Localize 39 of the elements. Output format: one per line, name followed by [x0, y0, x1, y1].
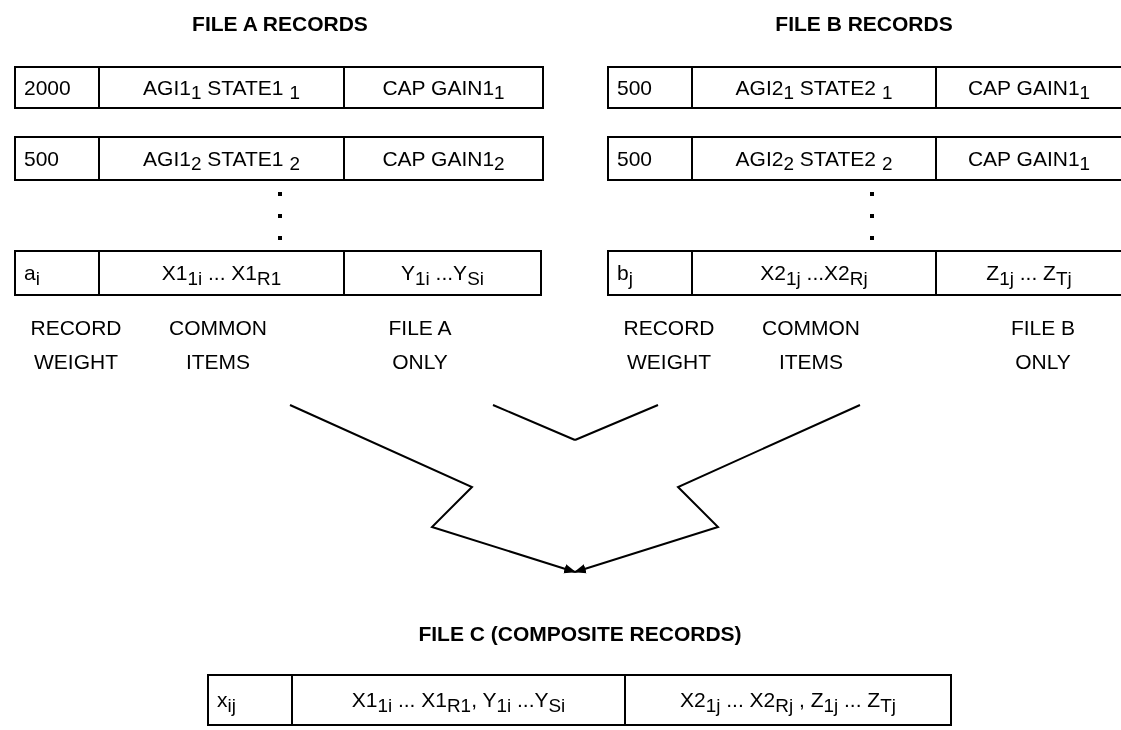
- file-heading: FILE B RECORDS: [775, 11, 953, 37]
- record-field: AGI2$_{2}$ STATE2 $_{2}$: [735, 142, 893, 175]
- record-field: CAP GAIN1$_{2}$: [382, 142, 505, 175]
- record-field: 2000: [24, 71, 71, 104]
- record-field: CAP GAIN1$_{1}$: [967, 71, 1091, 104]
- merge-arrow: [289, 404, 577, 574]
- record-field: AGI1$_{1}$ STATE1 $_{1}$: [143, 71, 300, 104]
- column-label: FILE B ONLY: [1009, 315, 1077, 375]
- record-row: [14, 136, 544, 181]
- record-field: a$_{i}$: [24, 257, 40, 289]
- column-label: COMMON ITEMS: [168, 315, 268, 375]
- record-row: [607, 66, 1121, 109]
- record-field: Y$_{1i}$ ...Y$_{Si}$: [401, 257, 484, 289]
- record-field: 500: [617, 71, 653, 104]
- record-field: X1$_{1i}$ ... X1$_{R1}$: [161, 257, 282, 289]
- record-field: 500: [24, 142, 60, 175]
- record-row: [607, 250, 1121, 296]
- record-field: X1$_{1i}$ ... X1$_{R1}$, Y$_{1i}$ ...Y$_{Si}$: [351, 684, 566, 716]
- record-row: [14, 66, 544, 109]
- record-field: AGI1$_{2}$ STATE1 $_{2}$: [143, 142, 300, 175]
- file-heading: FILE A RECORDS: [192, 11, 368, 37]
- record-field: x$_{ij}$: [217, 684, 236, 716]
- record-field: 500: [617, 142, 653, 175]
- record-field: AGI2$_{1}$ STATE2 $_{1}$: [735, 71, 893, 104]
- record-field: X2$_{1j}$ ... X2$_{Rj}$ , Z$_{1j}$ ... Z$_{Tj}$: [680, 684, 896, 716]
- column-label: FILE A ONLY: [387, 315, 453, 375]
- file-heading: FILE C (COMPOSITE RECORDS): [418, 621, 742, 647]
- column-label: RECORD WEIGHT: [622, 315, 716, 375]
- record-row: [207, 674, 952, 726]
- record-row: [607, 136, 1121, 181]
- record-field: Z$_{1j}$ ... Z$_{Tj}$: [986, 257, 1072, 289]
- record-field: b$_{j}$: [617, 257, 633, 289]
- record-row: [14, 250, 542, 296]
- column-label: RECORD WEIGHT: [29, 315, 123, 375]
- record-field: CAP GAIN1$_{1}$: [382, 71, 505, 104]
- record-field: CAP GAIN1$_{1}$: [967, 142, 1091, 175]
- column-label: COMMON ITEMS: [761, 315, 861, 375]
- record-field: X2$_{1j}$ ...X2$_{Rj}$: [760, 257, 868, 289]
- merge-arrow: [573, 404, 861, 574]
